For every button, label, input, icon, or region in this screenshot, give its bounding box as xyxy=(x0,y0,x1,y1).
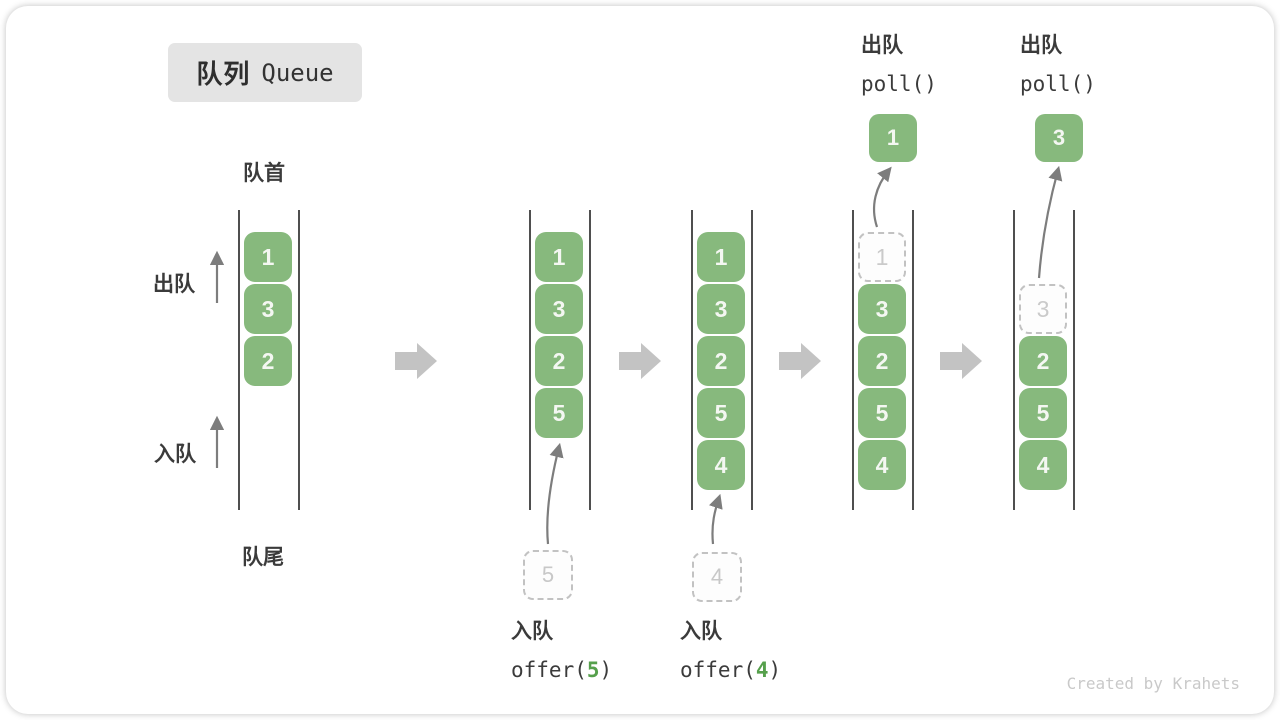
queue-wall xyxy=(912,210,914,510)
queue-wall xyxy=(529,210,531,510)
queue-cell: 3 xyxy=(244,284,292,334)
queue-cell: 5 xyxy=(697,388,745,438)
queue-cell: 5 xyxy=(858,388,906,438)
queue-cell: 3 xyxy=(535,284,583,334)
queue-cell: 4 xyxy=(697,440,745,490)
queue-cell: 2 xyxy=(244,336,292,386)
next-state-block-arrow xyxy=(779,343,821,379)
queue-wall xyxy=(852,210,854,510)
enqueue-pending-box: 5 xyxy=(523,550,573,600)
label-queue-front: 队首 xyxy=(243,162,285,185)
state-transition-arrows xyxy=(395,343,982,379)
watermark: Created by Krahets xyxy=(1066,674,1240,693)
next-state-block-arrow xyxy=(619,343,661,379)
queue-wall xyxy=(298,210,300,510)
enqueue-arrow xyxy=(546,442,564,545)
queue-cell: 1 xyxy=(697,232,745,282)
queue-wall xyxy=(238,210,240,510)
queue-cell: 4 xyxy=(858,440,906,490)
label-queue-rear: 队尾 xyxy=(242,546,284,569)
queue-cell: 1 xyxy=(244,232,292,282)
queue-cell: 5 xyxy=(1019,388,1067,438)
queue-cell: 5 xyxy=(535,388,583,438)
queue-wall xyxy=(691,210,693,510)
queue-cell: 1 xyxy=(535,232,583,282)
queue-cell: 3 xyxy=(697,284,745,334)
queue-wall xyxy=(751,210,753,510)
title-en: Queue xyxy=(261,58,334,87)
queue-cell: 2 xyxy=(1019,336,1067,386)
dequeued-value-box: 1 xyxy=(869,114,917,162)
title-zh: 队列 xyxy=(196,59,251,89)
label-dequeue-side: 出队 xyxy=(153,273,195,296)
queue-cell-ghost: 3 xyxy=(1019,284,1067,334)
title-badge: 队列 Queue xyxy=(168,43,362,102)
dequeue-arrow xyxy=(1037,165,1063,279)
queue-cell-ghost: 1 xyxy=(858,232,906,282)
thin-arrows xyxy=(209,165,1063,545)
queue-cell: 2 xyxy=(858,336,906,386)
next-state-block-arrow xyxy=(395,343,437,379)
enqueue-arrow xyxy=(709,493,723,545)
next-state-block-arrow xyxy=(940,343,982,379)
enqueue-pending-box: 4 xyxy=(692,552,742,602)
queue-wall xyxy=(1013,210,1015,510)
queue-cell: 4 xyxy=(1019,440,1067,490)
queue-wall xyxy=(589,210,591,510)
queue-cell: 3 xyxy=(858,284,906,334)
label-enqueue-side: 入队 xyxy=(154,443,196,466)
dequeue-arrow xyxy=(872,166,892,228)
queue-wall xyxy=(1073,210,1075,510)
queue-cell: 2 xyxy=(535,336,583,386)
queue-cell: 2 xyxy=(697,336,745,386)
dequeued-value-box: 3 xyxy=(1035,114,1083,162)
